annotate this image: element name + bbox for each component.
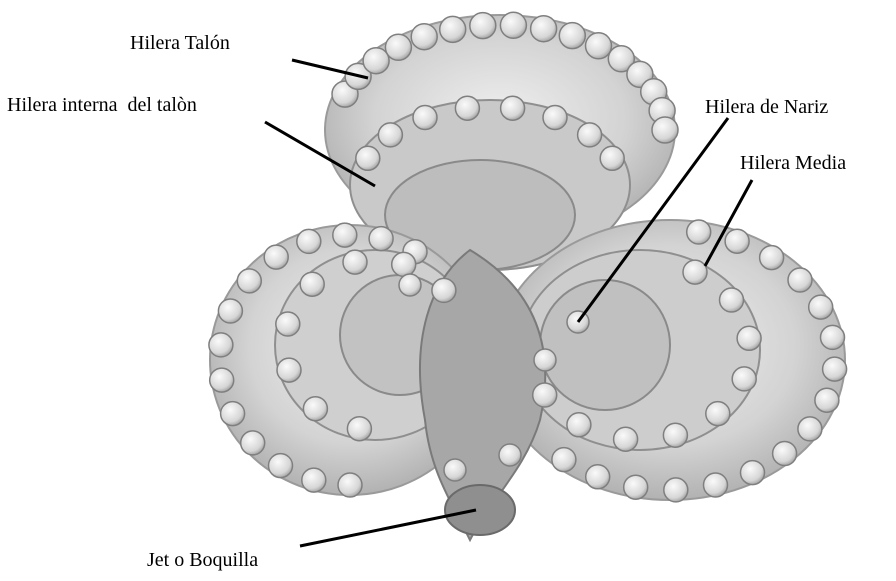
insert-button [237, 269, 261, 293]
insert-button [343, 250, 367, 274]
insert-button [704, 473, 728, 497]
insert-button [218, 299, 242, 323]
insert-button [663, 423, 687, 447]
insert-button [413, 106, 437, 130]
insert-button [683, 260, 707, 284]
insert-button [411, 24, 437, 50]
insert-button [277, 358, 301, 382]
insert-button [543, 106, 567, 130]
insert-button [559, 23, 585, 49]
insert-button [499, 444, 521, 466]
insert-button [302, 468, 326, 492]
insert-button [303, 397, 327, 421]
insert-button [300, 272, 324, 296]
insert-button [720, 288, 744, 312]
insert-button [552, 448, 576, 472]
insert-button [444, 459, 466, 481]
insert-button [741, 461, 765, 485]
insert-button [455, 96, 479, 120]
insert-button [624, 475, 648, 499]
insert-button [687, 220, 711, 244]
insert-button [823, 357, 847, 381]
label-hilera-media: Hilera Media [740, 153, 846, 173]
insert-button [533, 383, 557, 407]
insert-button [798, 417, 822, 441]
insert-button [378, 123, 402, 147]
insert-button [392, 252, 416, 276]
insert-button [264, 245, 288, 269]
insert-button [269, 454, 293, 478]
insert-button [347, 417, 371, 441]
insert-button [586, 33, 612, 59]
insert-button [664, 478, 688, 502]
insert-button [725, 229, 749, 253]
insert-button [652, 117, 678, 143]
insert-button [586, 465, 610, 489]
insert-button [297, 229, 321, 253]
insert-button [276, 312, 300, 336]
insert-button [614, 427, 638, 451]
insert-button [241, 431, 265, 455]
insert-button [732, 367, 756, 391]
insert-button [399, 274, 421, 296]
insert-button [363, 48, 389, 74]
insert-button [737, 326, 761, 350]
insert-button [501, 96, 525, 120]
jet-nozzle [445, 485, 515, 535]
leader-jet [300, 510, 476, 546]
insert-button [773, 442, 797, 466]
label-hilera-nariz: Hilera de Nariz [705, 97, 828, 117]
insert-button [432, 278, 456, 302]
insert-button [788, 268, 812, 292]
label-jet-boquilla: Jet o Boquilla [147, 550, 258, 570]
insert-button [338, 473, 362, 497]
insert-button [470, 13, 496, 39]
insert-button [578, 123, 602, 147]
insert-button [809, 295, 833, 319]
insert-button [356, 146, 380, 170]
insert-button [333, 223, 357, 247]
insert-button [369, 227, 393, 251]
insert-button [385, 34, 411, 60]
insert-button [531, 16, 557, 42]
insert-button [210, 368, 234, 392]
insert-button [534, 349, 556, 371]
insert-button [221, 402, 245, 426]
label-hilera-talon: Hilera Talón [130, 33, 230, 53]
insert-button [209, 333, 233, 357]
insert-button [815, 388, 839, 412]
label-hilera-interna-talon: Hilera interna del talòn [7, 95, 197, 115]
insert-button [821, 325, 845, 349]
insert-button [706, 402, 730, 426]
insert-button [440, 16, 466, 42]
insert-button [760, 246, 784, 270]
insert-button [567, 413, 591, 437]
insert-button [600, 146, 624, 170]
insert-button [500, 12, 526, 38]
